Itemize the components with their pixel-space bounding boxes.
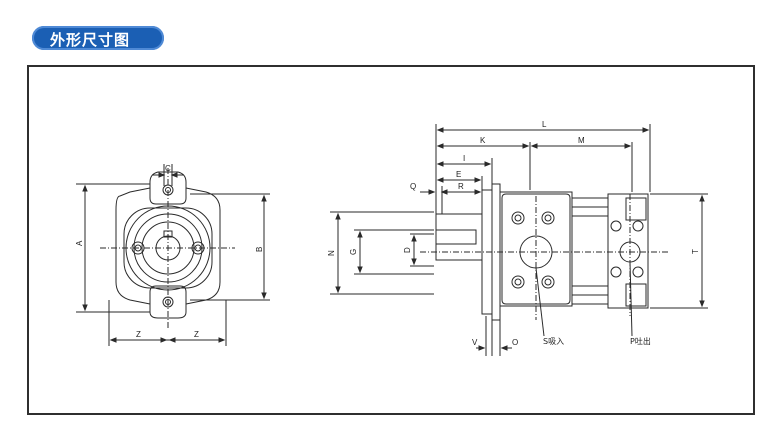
dim-label-c: C	[165, 164, 171, 173]
suction-port-label: S吸入	[543, 337, 564, 346]
page-title: 外形尺寸图	[50, 31, 131, 49]
dim-label-o: O	[512, 338, 518, 347]
front-view	[100, 168, 235, 330]
dim-label-d: D	[403, 247, 412, 253]
dim-label-q: Q	[410, 182, 416, 191]
front-dimensions	[76, 164, 270, 346]
dim-label-m: M	[578, 136, 585, 145]
dim-label-n: N	[327, 250, 336, 256]
dim-label-i: I	[463, 154, 465, 163]
discharge-port-label: P吐出	[630, 336, 651, 346]
dim-label-t: T	[691, 249, 700, 254]
dim-label-a: A	[75, 240, 84, 246]
dim-label-z-right: Z	[194, 330, 199, 339]
drawing-frame	[27, 65, 755, 415]
side-view	[420, 183, 668, 337]
dim-label-e: E	[456, 170, 461, 179]
title-badge: 外形尺寸图	[32, 26, 164, 50]
side-dimensions	[330, 124, 708, 356]
dim-label-k: K	[480, 136, 486, 145]
dim-label-r: R	[458, 182, 464, 191]
dim-label-l: L	[542, 120, 547, 129]
dim-label-v: V	[472, 338, 478, 347]
dim-label-z-left: Z	[136, 330, 141, 339]
dim-label-b: B	[255, 247, 264, 252]
dim-label-g: G	[349, 249, 358, 255]
